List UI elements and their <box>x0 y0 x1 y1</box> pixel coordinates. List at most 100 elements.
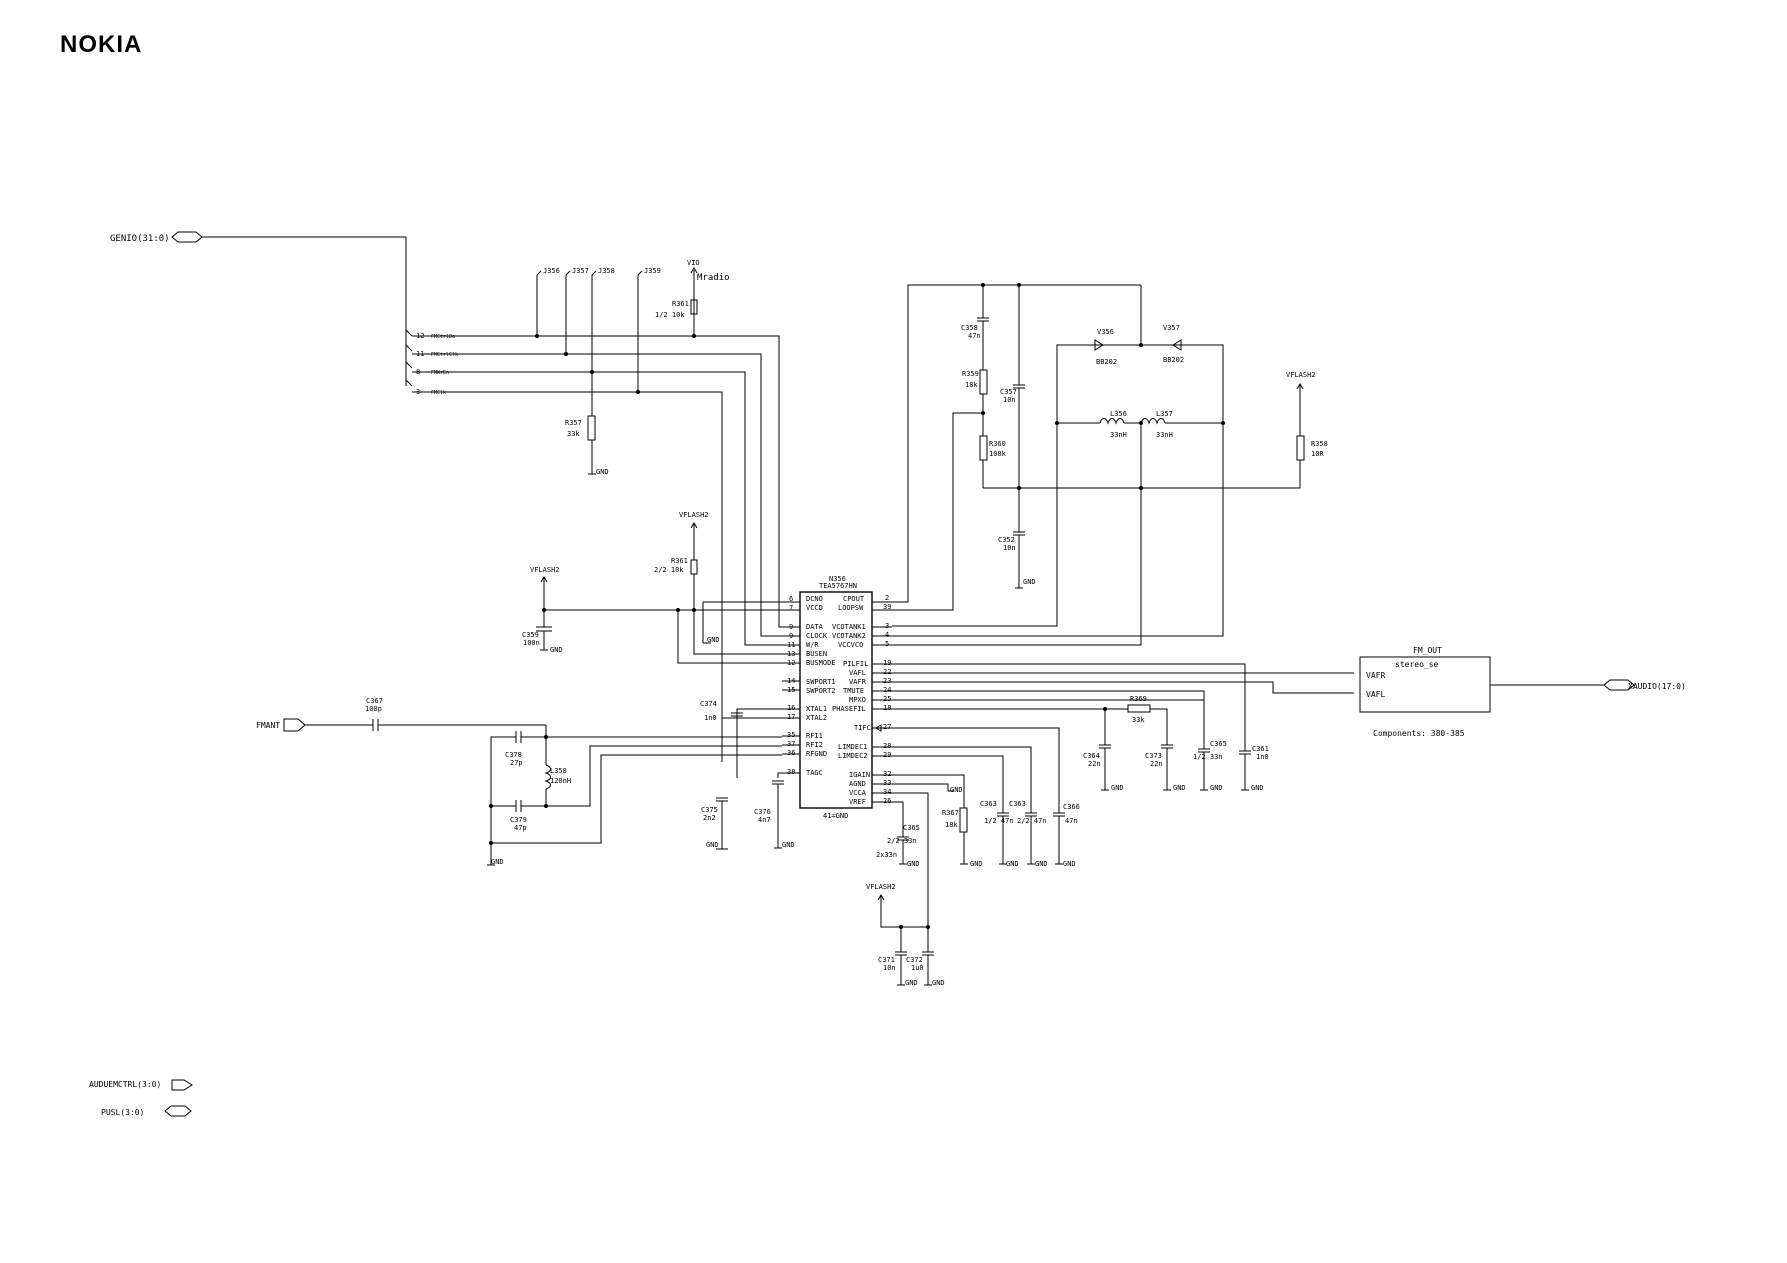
gnd-label: GND <box>1111 784 1124 792</box>
c373-value: 22n <box>1150 760 1163 768</box>
pin-igain: IGAIN <box>849 771 870 779</box>
pin-num: 7 <box>789 604 793 612</box>
junction-j358: J358 <box>598 267 615 275</box>
r358-supply: VFLASH2 R358 10R <box>1286 371 1328 461</box>
c371-value: 10n <box>883 964 896 972</box>
vflash2-label: VFLASH2 <box>679 511 709 519</box>
gnd-label: GND <box>782 841 795 849</box>
l358-ref: L358 <box>550 767 567 775</box>
if-caps: GND R367 18k GND C363 1/2 47n GND C363 2… <box>875 724 1080 868</box>
c365a-value: 1/2 33n <box>1193 753 1223 761</box>
pin-data: DATA <box>806 623 824 631</box>
c357-value: 10n <box>1003 396 1016 404</box>
c358-ref: C358 <box>961 324 978 332</box>
pin-tifc: TIFC <box>854 724 871 732</box>
c352-value: 10n <box>1003 544 1016 552</box>
pin-num: 37 <box>787 740 795 748</box>
c352-ref: C352 <box>998 536 1015 544</box>
pin-busmode: BUSMODE <box>806 659 836 667</box>
pin-num: 6 <box>789 595 793 603</box>
bottom-ports: AUDUEMCTRL(3:0) PUSL(3:0) <box>89 1079 193 1117</box>
bus-label-fmctrlclk: FMCtrlClk <box>431 352 458 358</box>
r361b-pullup: VFLASH2 R361 2/2 10k <box>654 511 709 610</box>
r360-value: 100k <box>989 450 1007 458</box>
genio-port: GENIO(31:0) <box>110 231 407 330</box>
pin-num: 18 <box>883 704 891 712</box>
vco-tank: V356 BB202 V357 BB202 L356 33nH L357 33n… <box>892 285 1225 646</box>
l357-ref: L357 <box>1156 410 1173 418</box>
pin-num: 29 <box>883 751 891 759</box>
gnd-label: GND <box>950 786 963 794</box>
pin-xtal1: XTAL1 <box>806 705 827 713</box>
l358-value: 120nH <box>550 777 571 785</box>
gnd-label: GND <box>550 646 563 654</box>
pin-vcotank2: VCOTANK2 <box>832 632 866 640</box>
pin-loopsw: LOOPSW <box>838 604 864 612</box>
gnd-label: GND <box>907 860 920 868</box>
genio-port-label: GENIO(31:0) <box>110 234 170 244</box>
c378-ref: C378 <box>505 751 522 759</box>
pin-vccvco: VCCVCO <box>838 641 863 649</box>
pin-agnd: AGND <box>849 780 866 788</box>
pin-vafr: VAFR <box>849 678 867 686</box>
pin-xtal2: XTAL2 <box>806 714 827 722</box>
vco-loop: C358 47n R359 18k R360 100k C357 10n C35… <box>892 283 1301 611</box>
pin-num: 16 <box>787 704 795 712</box>
l357-value: 33nH <box>1156 431 1173 439</box>
block-title: FM_OUT <box>1413 646 1442 655</box>
gnd-label: GND <box>706 841 719 849</box>
gnd-label: GND <box>1251 784 1264 792</box>
c366-ref: C366 <box>1063 803 1080 811</box>
c379-value: 47p <box>514 824 527 832</box>
c359-decoupling: VFLASH2 C359 100n GND GND <box>522 566 800 654</box>
pin-num: 4 <box>885 631 889 639</box>
r357-value: 33k <box>567 430 580 438</box>
pin-vccd: VCCD <box>806 604 823 612</box>
r357-ref: R357 <box>565 419 582 427</box>
c365b-value: 2/2 33n <box>887 837 917 845</box>
gnd-label: GND <box>905 979 918 987</box>
mradio-label: Mradio <box>697 273 730 283</box>
pusl-label: PUSL(3:0) <box>101 1108 144 1117</box>
r369-value: 33k <box>1132 716 1145 724</box>
pin-busen: BUSEN <box>806 650 827 658</box>
junction-j356: J356 <box>543 267 560 275</box>
fmant-label: FMANT <box>256 721 280 730</box>
c364-ref: C364 <box>1083 752 1100 760</box>
pin-num: 19 <box>883 659 891 667</box>
v357-value: BB202 <box>1163 356 1184 364</box>
gnd-label: GND <box>932 979 945 987</box>
r358-value: 10R <box>1311 450 1324 458</box>
xaudio-port: XAUDIO(17:0) <box>1603 679 1686 691</box>
c361-value: 1n0 <box>1256 753 1269 761</box>
xaudio-label: XAUDIO(17:0) <box>1628 682 1686 691</box>
pin-vcotank1: VCOTANK1 <box>832 623 866 631</box>
c374-ref: C374 <box>700 700 717 708</box>
pin-mpxo: MPXO <box>849 696 866 704</box>
pin-num: 38 <box>787 768 795 776</box>
r361b-ref: R361 <box>671 557 688 565</box>
block-subtitle: stereo_se <box>1395 660 1439 669</box>
c371-ref: C371 <box>878 956 895 964</box>
pin-vref: VREF <box>849 798 866 806</box>
bus-label-fmctrlda: FMCtrlDa <box>431 334 455 340</box>
nokia-logo: NOKIA <box>60 31 142 58</box>
r357-resistor: R357 33k GND <box>565 372 609 476</box>
pin-dcno: DCNO <box>806 595 823 603</box>
pin-tmute: TMUTE <box>843 687 864 695</box>
vflash2-label: VFLASH2 <box>530 566 560 574</box>
vflash2-label: VFLASH2 <box>1286 371 1316 379</box>
pin-num: 23 <box>883 677 891 685</box>
mode-nets <box>676 608 800 664</box>
r361a-value: 1/2 10k <box>655 311 685 319</box>
pin-tagc: TAGC <box>806 769 823 777</box>
pin-limdec2: LIMDEC2 <box>838 752 868 760</box>
pin-pilfil: PILFIL <box>843 660 868 668</box>
c376-tagc: C376 4n7 GND <box>754 772 795 849</box>
gnd-label: GND <box>1035 860 1048 868</box>
pin-rfi2: RFI2 <box>806 741 823 749</box>
c359-value: 100n <box>523 639 540 647</box>
bus-nets <box>412 335 800 762</box>
xtal-caps: C374 1n0 C375 2n2 GND <box>700 700 782 850</box>
